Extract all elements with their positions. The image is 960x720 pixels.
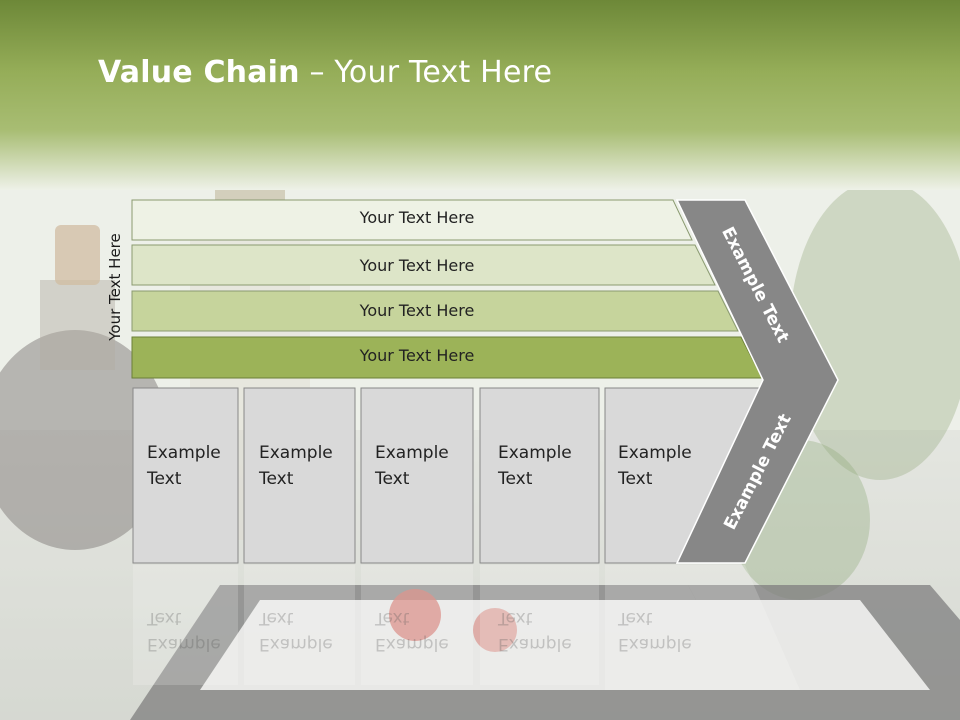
primary-column-1[interactable] — [132, 387, 239, 564]
reflection-text-5: Example Text — [618, 605, 692, 657]
support-bar-3[interactable] — [131, 290, 739, 332]
reflection-text-2: Example Text — [259, 605, 333, 657]
column-text-4-line1: Example — [498, 443, 572, 463]
bar-label-1: Your Text Here — [359, 208, 475, 227]
column-text-3-line2: Text — [375, 469, 410, 489]
reflection-text-1-line2: Text — [147, 608, 182, 628]
reflection-text-1-line1: Example — [147, 634, 221, 654]
support-bar-1[interactable] — [131, 199, 693, 241]
slide-title: Value Chain – Your Text Here — [98, 55, 552, 90]
bar-label-2: Your Text Here — [359, 256, 475, 275]
reflection-text-4-line2: Text — [498, 608, 533, 628]
column-text-2-line2: Text — [259, 469, 294, 489]
reflection-text-2-line2: Text — [259, 608, 294, 628]
title-bold: Value Chain — [98, 55, 300, 90]
column-text-2-line1: Example — [259, 443, 333, 463]
reflection-text-2-line1: Example — [259, 634, 333, 654]
reflection-text-3-line1: Example — [375, 634, 449, 654]
reflection-text-1: Example Text — [147, 605, 221, 657]
reflection-text-3-line2: Text — [375, 608, 410, 628]
reflection-text-4-line1: Example — [498, 634, 572, 654]
reflection-text-5-line2: Text — [618, 608, 653, 628]
reflection-text-5-line1: Example — [618, 634, 692, 654]
primary-column-3[interactable] — [360, 387, 474, 564]
support-bar-2[interactable] — [131, 244, 716, 286]
bar-label-4: Your Text Here — [359, 346, 475, 365]
column-text-3-line1: Example — [375, 443, 449, 463]
bar-label-3: Your Text Here — [359, 301, 475, 320]
column-text-5-line2: Text — [618, 469, 653, 489]
primary-column-2[interactable] — [243, 387, 356, 564]
column-text-1-line1: Example — [147, 443, 221, 463]
chevron-margin[interactable] — [675, 199, 839, 564]
column-text-5-line1: Example — [618, 443, 692, 463]
primary-column-4[interactable] — [479, 387, 600, 564]
reflection-text-4: Example Text — [498, 605, 572, 657]
column-text-1-line2: Text — [147, 469, 182, 489]
reflection — [133, 565, 800, 690]
title-rest: – Your Text Here — [299, 55, 553, 90]
reflection-text-3: Example Text — [375, 605, 449, 657]
column-text-4-line2: Text — [498, 469, 533, 489]
